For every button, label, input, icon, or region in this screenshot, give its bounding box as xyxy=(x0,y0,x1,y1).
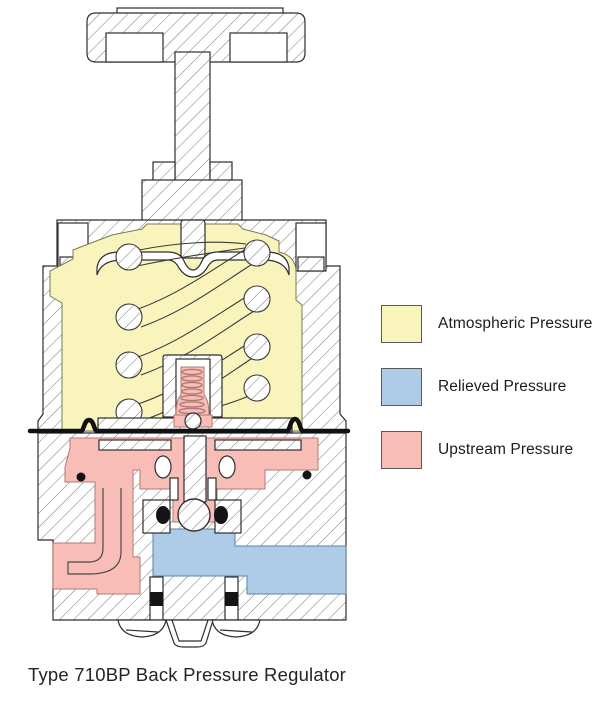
atmospheric-pressure-region xyxy=(49,223,303,432)
legend-swatch-relieved xyxy=(381,368,422,406)
valve-ball xyxy=(177,498,211,532)
o-ring-body-right xyxy=(302,470,312,480)
screw-tip xyxy=(180,219,206,259)
valve-stem xyxy=(183,435,207,503)
legend-label-relieved: Relieved Pressure xyxy=(438,378,567,395)
main-spring xyxy=(115,239,271,426)
hand-knob xyxy=(86,7,306,63)
o-ring-seals xyxy=(76,470,312,524)
inner-valve-spring xyxy=(173,366,213,430)
o-ring-body-left xyxy=(76,472,86,482)
o-ring-right xyxy=(214,506,228,524)
knob-recess-left xyxy=(105,32,164,63)
legend-item-upstream: Upstream Pressure xyxy=(381,431,573,469)
knob-recess-right xyxy=(229,32,288,63)
legend-item-relieved: Relieved Pressure xyxy=(381,368,566,406)
bottom-plug xyxy=(117,576,261,648)
figure-caption: Type 710BP Back Pressure Regulator xyxy=(28,664,347,685)
seal-square-left xyxy=(150,592,163,606)
upper-spring-seat xyxy=(96,251,290,278)
legend: Atmospheric Pressure Relieved Pressure U… xyxy=(381,0,610,703)
diaphragm-plate-assembly xyxy=(98,435,302,503)
inlet-tube xyxy=(67,488,122,575)
legend-swatch-upstream xyxy=(381,431,422,469)
relieved-pressure-region xyxy=(152,528,347,595)
legend-label-upstream: Upstream Pressure xyxy=(438,441,574,458)
seal-square-right xyxy=(225,592,238,606)
spring-pusher xyxy=(184,412,202,430)
o-ring-left xyxy=(156,506,170,524)
plug-screw-right xyxy=(211,619,261,638)
diaphragm xyxy=(27,416,351,434)
bonnet xyxy=(141,179,243,223)
plug-screw-left xyxy=(117,619,167,638)
legend-swatch-atmospheric xyxy=(381,305,422,343)
adjusting-screw xyxy=(174,51,211,183)
legend-item-atmospheric: Atmospheric Pressure xyxy=(381,305,592,343)
legend-label-atmospheric: Atmospheric Pressure xyxy=(438,315,593,332)
